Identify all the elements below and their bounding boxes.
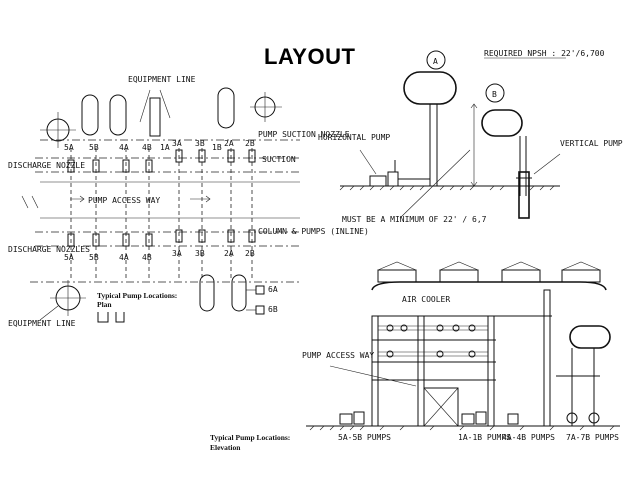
callout-b: [485, 83, 505, 103]
vertical-pump: [518, 171, 530, 219]
plan-caption-line1: Typical Pump Locations:: [97, 291, 177, 300]
page-title: LAYOUT: [264, 44, 356, 69]
section-view: REQUIRED NPSH : 22'/6,700 A B HORIZONTAL…: [318, 49, 623, 224]
callout-a: [426, 50, 446, 70]
svg-text:5A: 5A: [64, 253, 74, 262]
npsh-label: REQUIRED NPSH : 22'/6,700: [484, 49, 605, 58]
vertical-pump-label: VERTICAL PUMP: [560, 139, 623, 148]
elevation-caption-line1: Typical Pump Locations:: [210, 433, 290, 442]
svg-text:4A: 4A: [119, 143, 129, 152]
minimum-label: MUST BE A MINIMUM OF 22' / 6,7: [342, 215, 487, 224]
horizontal-pump-label: HORIZONTAL PUMP: [318, 133, 390, 142]
svg-text:4B: 4B: [142, 143, 152, 152]
svg-text:3A: 3A: [172, 139, 182, 148]
air-cooler: [371, 281, 607, 291]
svg-text:1A: 1A: [160, 143, 170, 152]
equipment-line-label-bottom: EQUIPMENT LINE: [8, 319, 76, 328]
callout-a-label: A: [433, 57, 438, 66]
pump-label-5a5b: 5A-5B PUMPS: [338, 433, 391, 442]
pump-access-way-label: PUMP ACCESS WAY: [88, 196, 160, 205]
air-cooler-label: AIR COOLER: [402, 295, 450, 304]
svg-text:3B: 3B: [195, 249, 205, 258]
svg-text:5A: 5A: [64, 143, 74, 152]
discharge-nozzle-label-top: DISCHARGE NOZZLE: [8, 161, 85, 170]
plan-caption-line2: Plan: [97, 300, 112, 309]
elevation-caption-line2: Elevation: [210, 443, 241, 452]
svg-text:2A: 2A: [224, 139, 234, 148]
svg-text:2A: 2A: [224, 249, 234, 258]
equipment-vessel: [231, 274, 247, 312]
svg-text:4B: 4B: [142, 253, 152, 262]
tag-6b: 6B: [268, 305, 278, 314]
svg-text:4A: 4A: [119, 253, 129, 262]
vessel-a: [403, 71, 457, 105]
discharge-nozzles-label-bottom: DISCHARGE NOZZLES: [8, 245, 90, 254]
callout-b-label: B: [492, 90, 497, 99]
svg-text:2B: 2B: [245, 139, 255, 148]
pump-tags-bottom: 5A 5B 4A 4B 3A 3B 2A 2B: [64, 249, 255, 262]
equipment-vessel: [217, 87, 235, 129]
elevation-view: AIR COOLER: [210, 261, 620, 452]
pump-label-4a4b: 4A-4B PUMPS: [502, 433, 555, 442]
svg-text:1B: 1B: [212, 143, 222, 152]
equipment-vessel: [199, 274, 215, 312]
svg-text:3B: 3B: [195, 139, 205, 148]
pump-row-top: [67, 149, 256, 173]
svg-text:5B: 5B: [89, 253, 99, 262]
vessel-b: [481, 109, 523, 137]
svg-text:2B: 2B: [245, 249, 255, 258]
svg-text:3A: 3A: [172, 249, 182, 258]
tag-6a: 6A: [268, 285, 278, 294]
equipment-vessel: [109, 94, 127, 136]
vessel-right: [569, 325, 611, 349]
pump-label-1a1b: 1A-1B PUMPS: [458, 433, 511, 442]
equipment-column: [149, 97, 161, 137]
pump-nozzle-label: PUMP SUCTION NOZZLE: [258, 130, 350, 139]
elevation-access-way-label: PUMP ACCESS WAY: [302, 351, 374, 360]
suction-label: SUCTION: [262, 155, 296, 164]
column-pumps-label: COLUMN & PUMPS (INLINE): [258, 227, 369, 236]
horizontal-pump: [369, 175, 387, 187]
pump-tags-top: 5A 5B 4A 4B 3A 3B 2A 2B 1A 1B: [64, 139, 255, 152]
svg-text:5B: 5B: [89, 143, 99, 152]
plan-view: EQUIPMENT LINE: [8, 75, 369, 328]
pump-label-7a7b: 7A-7B PUMPS: [566, 433, 619, 442]
pump-row-bottom: [67, 229, 256, 247]
equipment-line-label-top: EQUIPMENT LINE: [128, 75, 196, 84]
equipment-vessel: [81, 94, 99, 136]
